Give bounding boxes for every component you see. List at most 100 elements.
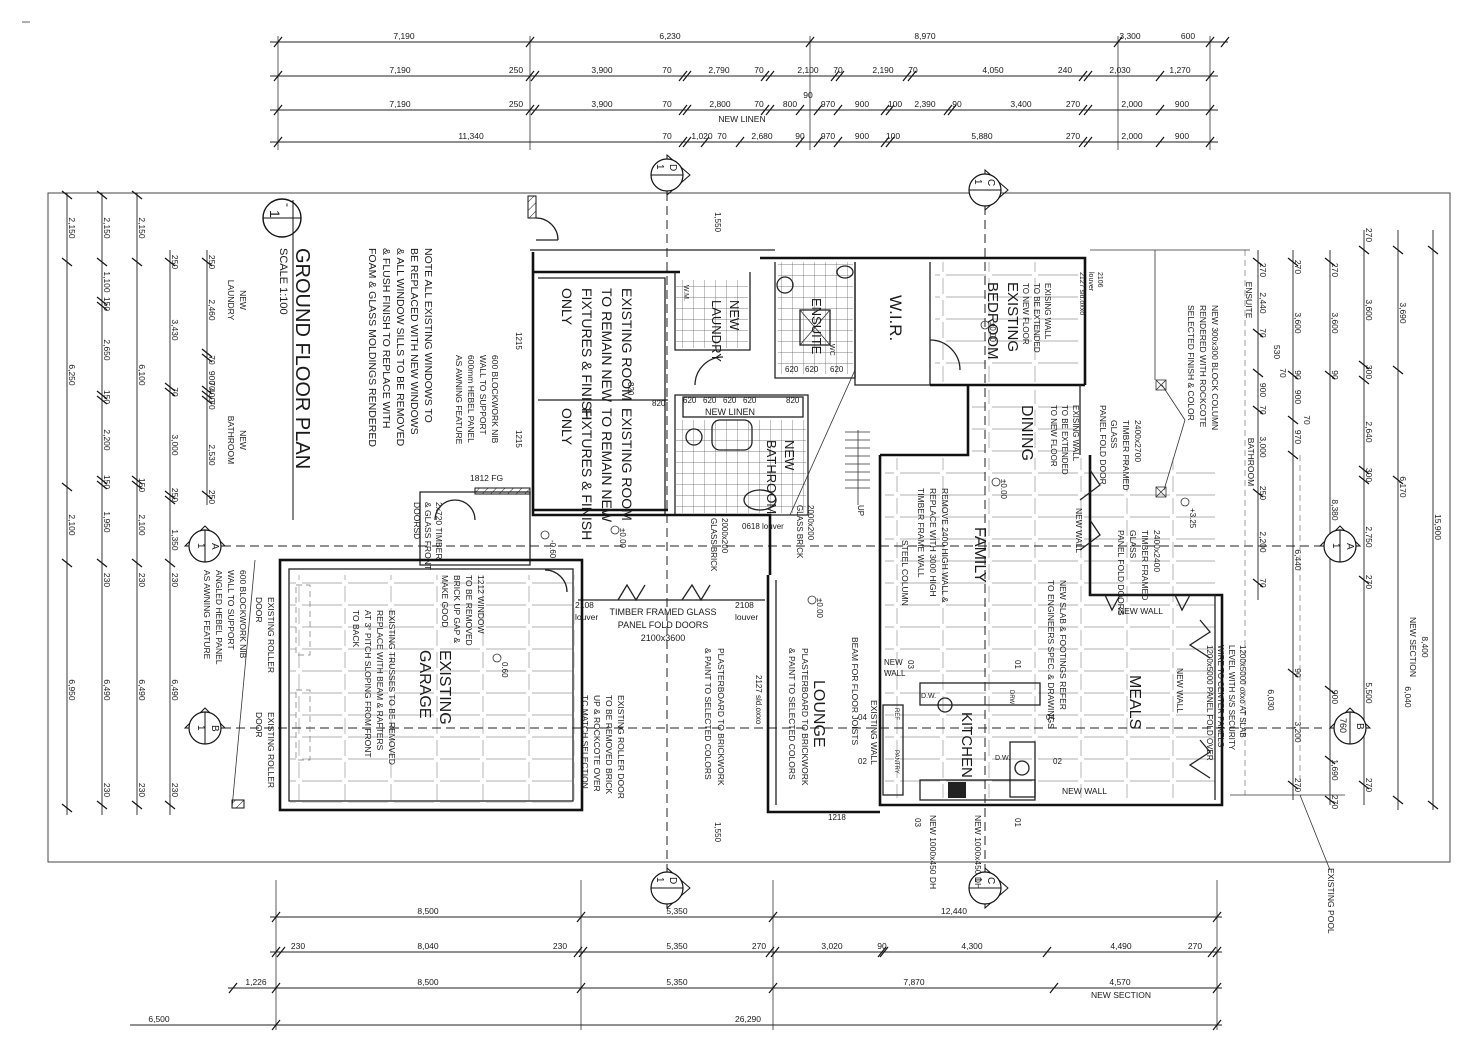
dimension-tick bbox=[276, 946, 286, 958]
dimension-tick bbox=[1212, 982, 1222, 994]
label-garage-line: GARAGE bbox=[416, 650, 433, 718]
dim-label: 3,400 bbox=[1010, 99, 1032, 109]
dimension-tick bbox=[131, 558, 143, 568]
note-extend-wall-1-line: TO NEW FLOOR bbox=[1021, 283, 1030, 345]
dimension-tick bbox=[61, 190, 73, 200]
dim-label: 2,460 bbox=[207, 299, 217, 321]
note-trusses-line: REPLACE WITH BEAM & RAFTERS bbox=[375, 610, 385, 751]
drawing-title: - 1 GROUND FLOOR PLAN SCALE 1:100 bbox=[262, 198, 313, 520]
label-bedroom-line: BEDROOM bbox=[984, 282, 1001, 360]
note-windows-line: BE REPLACED WITH NEW WINDOWS bbox=[408, 248, 420, 435]
dimension-tick bbox=[1392, 795, 1404, 805]
dimension-tick bbox=[1358, 360, 1370, 370]
section-marker-d-bottom: D 1 bbox=[650, 866, 691, 910]
dim-label: 2,390 bbox=[914, 99, 936, 109]
note-block-column-line: SELECTED FINISH & COLOR bbox=[1186, 305, 1196, 421]
dim-label: 11,340 bbox=[458, 131, 484, 141]
note-beam: BEAM FOR FLOOR JOISTS bbox=[850, 637, 860, 745]
dim-label: 8,380 bbox=[1330, 499, 1340, 521]
dimension-tick bbox=[795, 104, 805, 116]
dimension-tick bbox=[96, 390, 108, 400]
dim-label: 4,570 bbox=[1109, 977, 1131, 987]
dimension-tick bbox=[1392, 365, 1404, 375]
note-window-dh: NEW 1000x450 DH bbox=[928, 815, 938, 889]
dim-label: 970 bbox=[1293, 430, 1303, 444]
label-existing-room-2-line: EXISTING ROOM bbox=[619, 408, 635, 521]
dimension-tick bbox=[271, 911, 281, 923]
dimension-tick bbox=[61, 803, 73, 813]
label-existing-room-2-line: FIXTURES & FINISH bbox=[579, 408, 595, 540]
note-panel-fold-door: PANEL FOLD DOOR bbox=[1098, 405, 1108, 485]
note-new-wall-kitchen-line: WALL bbox=[884, 669, 906, 678]
dimension-tick bbox=[1324, 257, 1336, 267]
note-louver-2106-line: louver bbox=[1087, 272, 1094, 292]
dimension-tick bbox=[578, 946, 588, 958]
dim-label: 70 bbox=[207, 381, 217, 391]
label-family: FAMILY bbox=[971, 527, 988, 583]
dim-label: 230 bbox=[291, 941, 305, 951]
note-620: 620 bbox=[743, 396, 757, 405]
note-louver-0618: 0618 louver bbox=[742, 522, 784, 531]
dimension-tick bbox=[700, 136, 710, 148]
title-name: GROUND FLOOR PLAN bbox=[291, 248, 313, 469]
dim-label: 900 bbox=[1175, 131, 1189, 141]
window-tag: 02 bbox=[1053, 757, 1062, 766]
dim-label: 2,800 bbox=[709, 99, 731, 109]
dim-label: 250 bbox=[207, 490, 217, 504]
dim-label: 800 bbox=[783, 99, 797, 109]
dim-label: 270 bbox=[1330, 263, 1340, 277]
dim-label: 100 bbox=[888, 99, 902, 109]
dim-label: 270 bbox=[1066, 131, 1080, 141]
dim-label: 8,500 bbox=[417, 977, 439, 987]
dimension-tick bbox=[1252, 257, 1264, 267]
dim-label: 270 bbox=[1364, 228, 1374, 242]
dim-label: 1,020 bbox=[691, 131, 713, 141]
dim-label: BATHROOM bbox=[1246, 438, 1256, 486]
dimension-tick bbox=[271, 1019, 281, 1031]
dim-label: 2,750 bbox=[1364, 526, 1374, 548]
dimension-tick bbox=[1155, 104, 1165, 116]
dimension-tick bbox=[164, 495, 176, 505]
dimension-tick bbox=[1324, 755, 1336, 765]
note-820: 820 bbox=[652, 399, 666, 408]
note-slab-line: TO ENGINEERS SPEC. & DRAWINGS bbox=[1046, 580, 1056, 729]
dim-label: 70 bbox=[1278, 368, 1288, 378]
dim-label: 7,190 bbox=[389, 99, 411, 109]
dimension-tick bbox=[131, 800, 143, 810]
dim-label: 3,000 bbox=[170, 434, 180, 456]
note-roller-removed-line: UP & ROCKCOTE OVER bbox=[592, 695, 602, 792]
note-meals-door-line: LEVEL WITH S/S SECURITY bbox=[1227, 645, 1236, 751]
dim-label: 2,200 bbox=[1258, 531, 1268, 553]
dim-label: 900 bbox=[855, 99, 869, 109]
dim-label: 70 bbox=[833, 65, 843, 75]
dimension-tick bbox=[770, 946, 780, 958]
walls bbox=[231, 195, 1345, 871]
section-sheet: 1 bbox=[654, 877, 665, 883]
dim-label: 900 bbox=[1175, 99, 1189, 109]
dim-label: 4,490 bbox=[1110, 941, 1132, 951]
note-nib-front-line: 600 BLOCKWORK NIB bbox=[490, 355, 500, 444]
note-garage-window-line: BRICK UP GAP & bbox=[452, 575, 462, 644]
note-garage-window-line: MAKE GOOD bbox=[440, 575, 450, 627]
dim-label: 240 bbox=[1058, 65, 1072, 75]
dim-label: 300 bbox=[1364, 365, 1374, 379]
window-tag: 02 bbox=[858, 757, 867, 766]
dimension-tick bbox=[885, 136, 895, 148]
dimension-tick bbox=[96, 480, 108, 490]
dimension-tick bbox=[96, 296, 108, 306]
dim-label: 2,190 bbox=[872, 65, 894, 75]
dimension-tick bbox=[907, 70, 917, 82]
dim-label: 970 bbox=[821, 99, 835, 109]
dim-label: 3,600 bbox=[1364, 299, 1374, 321]
section-letter: C bbox=[985, 179, 996, 186]
section-letter: C bbox=[985, 877, 996, 884]
dim-label: 3,600 bbox=[1293, 312, 1303, 334]
level-deck: +3.25 bbox=[1188, 508, 1197, 529]
